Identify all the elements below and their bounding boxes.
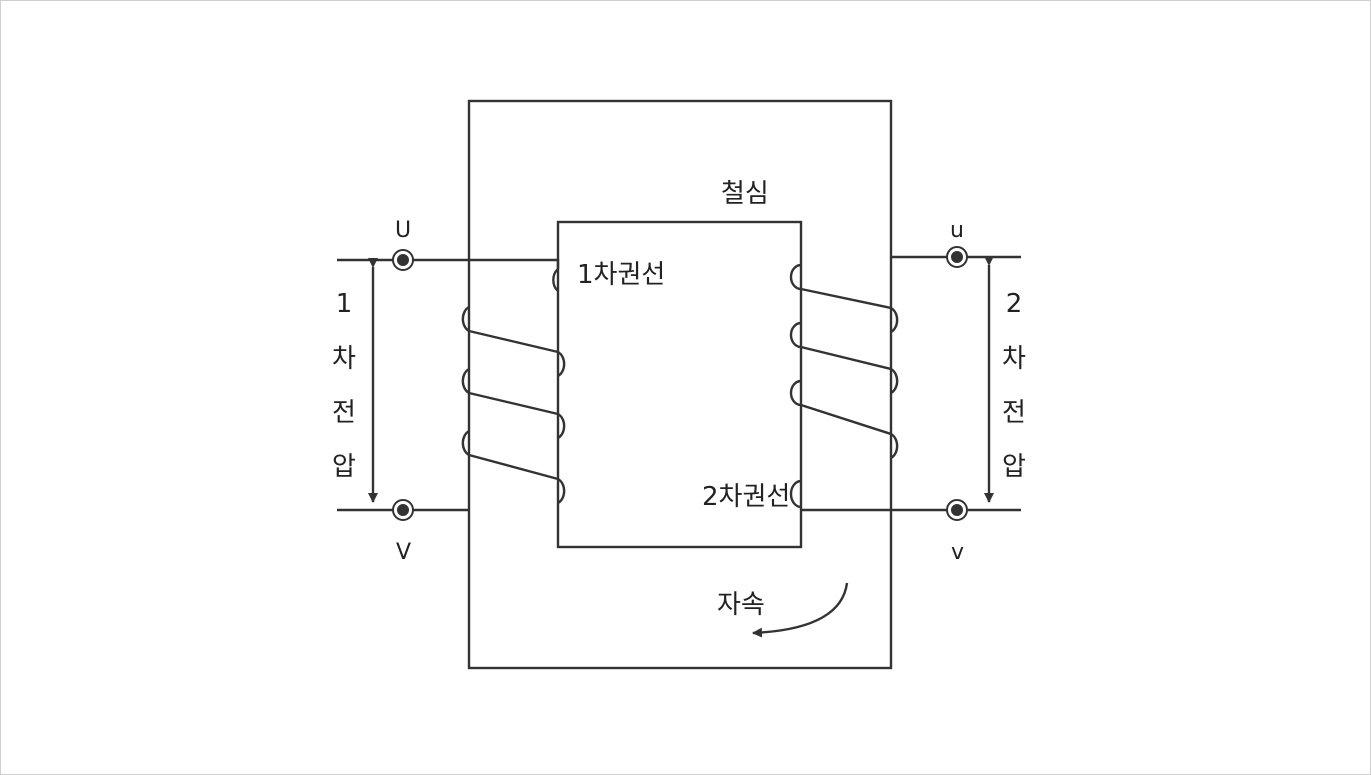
secondary-winding-coil [789, 263, 899, 509]
primary-voltage-char: 전 [332, 398, 356, 428]
secondary-voltage-char: 2 [1006, 289, 1023, 319]
secondary-voltage-char: 전 [1002, 398, 1026, 428]
terminal-U-label: U [395, 218, 411, 243]
primary-voltage-char: 압 [332, 452, 356, 482]
primary-voltage-char: 1 [336, 289, 353, 319]
primary-winding-coil [461, 268, 566, 505]
terminal-U-icon [392, 249, 414, 271]
core-label: 철심 [721, 179, 769, 209]
core-window [556, 220, 803, 549]
flux-arrow [752, 582, 849, 638]
secondary-voltage-char: 압 [1002, 452, 1026, 482]
terminal-u-label: u [950, 218, 964, 243]
terminal-V-icon [392, 499, 414, 521]
primary-winding-label: 1차권선 [577, 260, 665, 290]
primary-voltage-label: 1 차 전 압 [332, 289, 356, 482]
flux-label: 자속 [717, 590, 765, 620]
terminal-u-icon [946, 246, 968, 268]
terminal-v-label: v [951, 540, 964, 565]
terminal-v-icon [946, 499, 968, 521]
primary-lead-top [337, 258, 560, 269]
primary-voltage-char: 차 [332, 344, 356, 374]
core-outer-frame [467, 99, 893, 670]
terminal-V-label: V [396, 540, 411, 565]
secondary-voltage-char: 차 [1002, 344, 1026, 374]
secondary-winding-label: 2차권선 [702, 482, 790, 512]
secondary-voltage-label: 2 차 전 압 [1002, 289, 1026, 482]
